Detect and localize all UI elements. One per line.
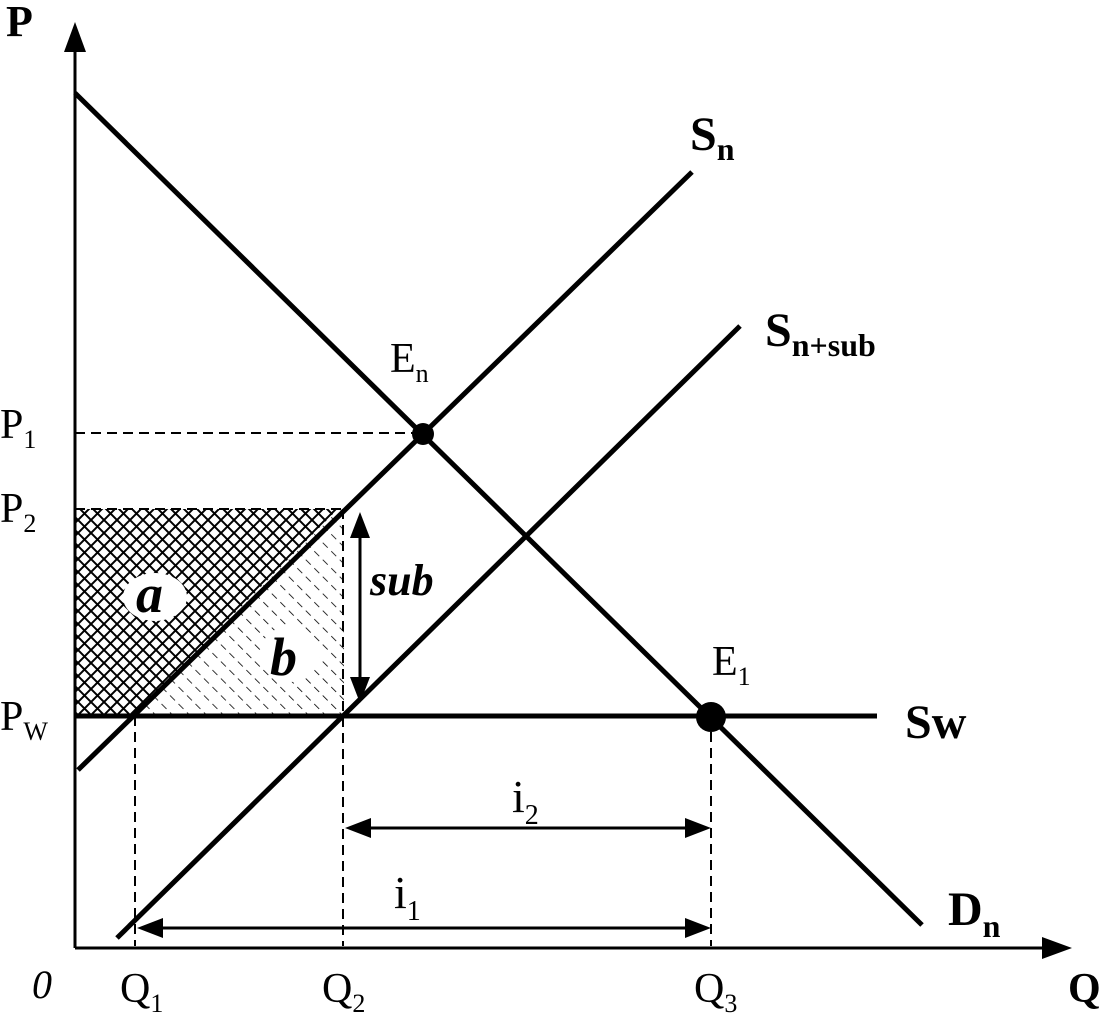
- subsidy-arrow-bottom: [350, 677, 370, 703]
- area-a-region: [75, 509, 338, 716]
- supply-curve-sn-sub: [115, 324, 742, 940]
- quantity-label-q2: Q2: [322, 966, 365, 1018]
- point-label-en: En: [390, 336, 429, 388]
- area-b-label: b: [270, 627, 297, 687]
- point-label-e1: E1: [712, 639, 751, 691]
- curve-label-sn-sub: Sn+sub: [765, 304, 876, 363]
- y-axis-label: P: [6, 0, 33, 46]
- point-e1: [696, 702, 726, 732]
- origin-label: 0: [32, 962, 52, 1007]
- import-i2-arrow-left: [345, 818, 371, 838]
- subsidy-arrow-top: [350, 512, 370, 538]
- x-axis-arrow: [1042, 937, 1072, 959]
- supply-curve-sn: [76, 170, 694, 772]
- curve-label-sn: Sn: [690, 108, 735, 167]
- curve-label-sw: Sw: [905, 696, 967, 749]
- demand-curve-dn: [73, 91, 924, 927]
- price-label-p2: P2: [0, 486, 36, 538]
- price-label-p1: P1: [0, 402, 36, 454]
- import-i1-arrow-right: [685, 918, 711, 938]
- price-label-pw: PW: [0, 694, 48, 746]
- import-label-i1: i1: [394, 867, 421, 927]
- curve-label-dn: Dn: [948, 883, 1001, 944]
- quantity-label-q1: Q1: [120, 966, 163, 1018]
- subsidy-label: sub: [369, 556, 434, 605]
- import-i1-arrow-left: [137, 918, 163, 938]
- point-en: [412, 423, 434, 445]
- quantity-label-q3: Q3: [694, 966, 737, 1018]
- area-b-label-bg: [260, 626, 320, 682]
- area-a-label-bg: [123, 573, 187, 621]
- area-a-label: a: [136, 564, 163, 624]
- y-axis-arrow: [64, 22, 86, 52]
- import-i2-arrow-right: [685, 818, 711, 838]
- x-axis-label: Q: [1068, 966, 1101, 1012]
- import-label-i2: i2: [512, 771, 539, 831]
